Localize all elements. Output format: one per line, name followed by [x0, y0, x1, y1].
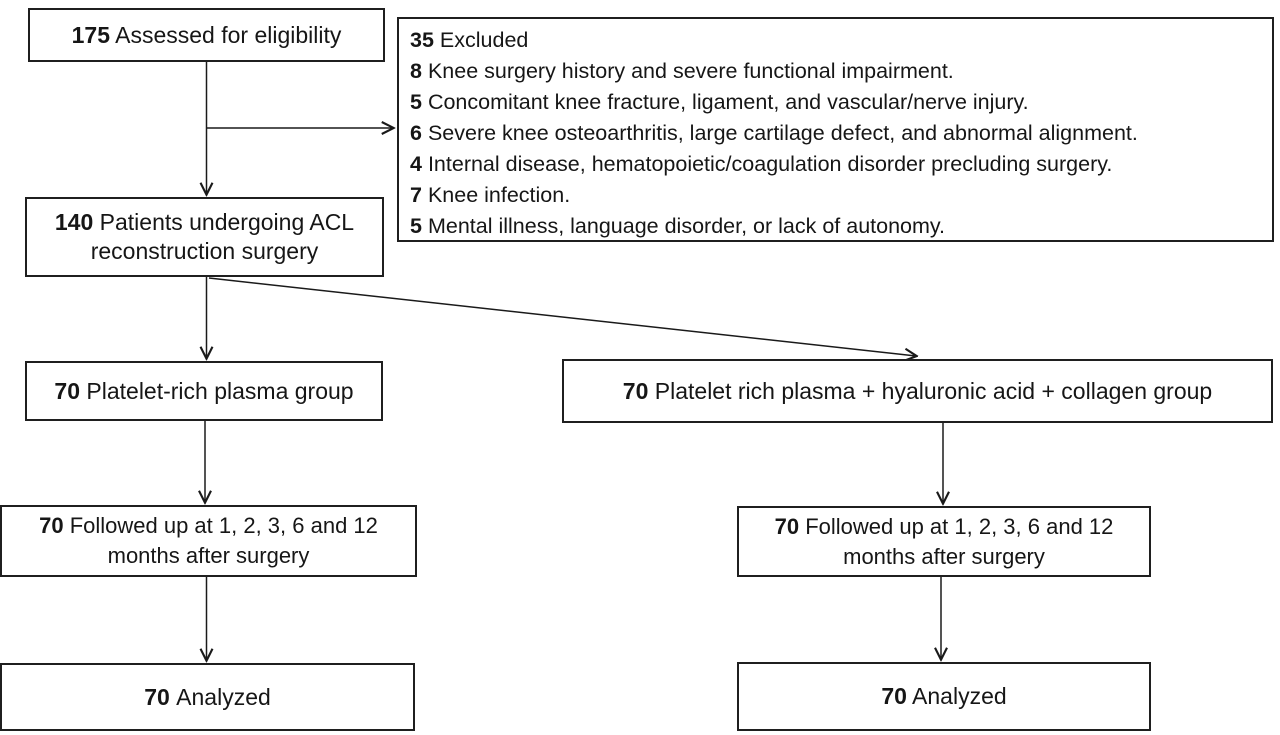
box-analyzed-prp-ha-collagen: 70 Analyzed — [737, 662, 1151, 731]
surgery-count: 140 — [54, 209, 94, 235]
followup-prp-count: 70 — [39, 513, 64, 538]
excluded-label: Excluded — [439, 28, 529, 52]
assessed-text: 175 Assessed for eligibility — [72, 21, 342, 50]
excluded-reason: 5 Concomitant knee fracture, ligament, a… — [410, 90, 1029, 114]
excluded-reason: 4 Internal disease, hematopoietic/coagul… — [410, 152, 1113, 176]
assessed-label: Assessed for eligibility — [115, 21, 342, 48]
analyzed-prp-ha-collagen-text: 70 Analyzed — [881, 682, 1006, 711]
prp-ha-collagen-group-count: 70 — [622, 377, 649, 404]
prp-group-count: 70 — [54, 377, 80, 404]
box-acl-reconstruction-surgery: 140 Patients undergoing ACL reconstructi… — [25, 197, 384, 277]
prp-group-text: 70 Platelet-rich plasma group — [54, 377, 353, 406]
excluded-reason: 5 Mental illness, language disorder, or … — [410, 214, 946, 238]
followup-prp-ha-collagen-text: 70 Followed up at 1, 2, 3, 6 and 12 mont… — [739, 512, 1149, 572]
box-prp-ha-collagen-group: 70 Platelet rich plasma + hyaluronic aci… — [562, 359, 1273, 423]
analyzed-prp-text: 70 Analyzed — [144, 683, 271, 712]
box-followup-prp-ha-collagen: 70 Followed up at 1, 2, 3, 6 and 12 mont… — [737, 506, 1151, 577]
excluded-reason: 7 Knee infection. — [410, 183, 571, 207]
box-excluded: 35 Excluded 8 Knee surgery history and s… — [397, 17, 1274, 242]
box-analyzed-prp: 70 Analyzed — [0, 663, 415, 731]
arrow-surgery-to-prp-ha — [208, 277, 916, 356]
analyzed-prp-ha-collagen-label: Analyzed — [912, 683, 1007, 709]
excluded-count: 35 — [410, 28, 434, 52]
prp-ha-collagen-group-label: Platelet rich plasma + hyaluronic acid +… — [654, 377, 1213, 404]
excluded-header: 35 Excluded — [410, 25, 528, 56]
followup-prp-text: 70 Followed up at 1, 2, 3, 6 and 12 mont… — [2, 511, 415, 571]
box-followup-prp: 70 Followed up at 1, 2, 3, 6 and 12 mont… — [0, 505, 417, 577]
box-assessed-for-eligibility: 175 Assessed for eligibility — [28, 8, 385, 62]
followup-prp-ha-collagen-label: Followed up at 1, 2, 3, 6 and 12 months … — [805, 513, 1114, 569]
followup-prp-ha-collagen-count: 70 — [774, 513, 800, 539]
surgery-label: Patients undergoing ACL reconstruction s… — [90, 209, 355, 264]
assessed-count: 175 — [71, 21, 110, 48]
analyzed-prp-count: 70 — [144, 683, 170, 710]
excluded-reason: 8 Knee surgery history and severe functi… — [410, 59, 954, 83]
followup-prp-label: Followed up at 1, 2, 3, 6 and 12 months … — [69, 513, 378, 568]
excluded-reason: 6 Severe knee osteoarthritis, large cart… — [410, 121, 1138, 145]
prp-group-label: Platelet-rich plasma group — [86, 377, 354, 404]
box-prp-group: 70 Platelet-rich plasma group — [25, 361, 383, 421]
analyzed-prp-ha-collagen-count: 70 — [881, 683, 907, 709]
analyzed-prp-label: Analyzed — [176, 683, 271, 710]
surgery-text: 140 Patients undergoing ACL reconstructi… — [27, 208, 382, 266]
prp-ha-collagen-group-text: 70 Platelet rich plasma + hyaluronic aci… — [623, 377, 1212, 406]
